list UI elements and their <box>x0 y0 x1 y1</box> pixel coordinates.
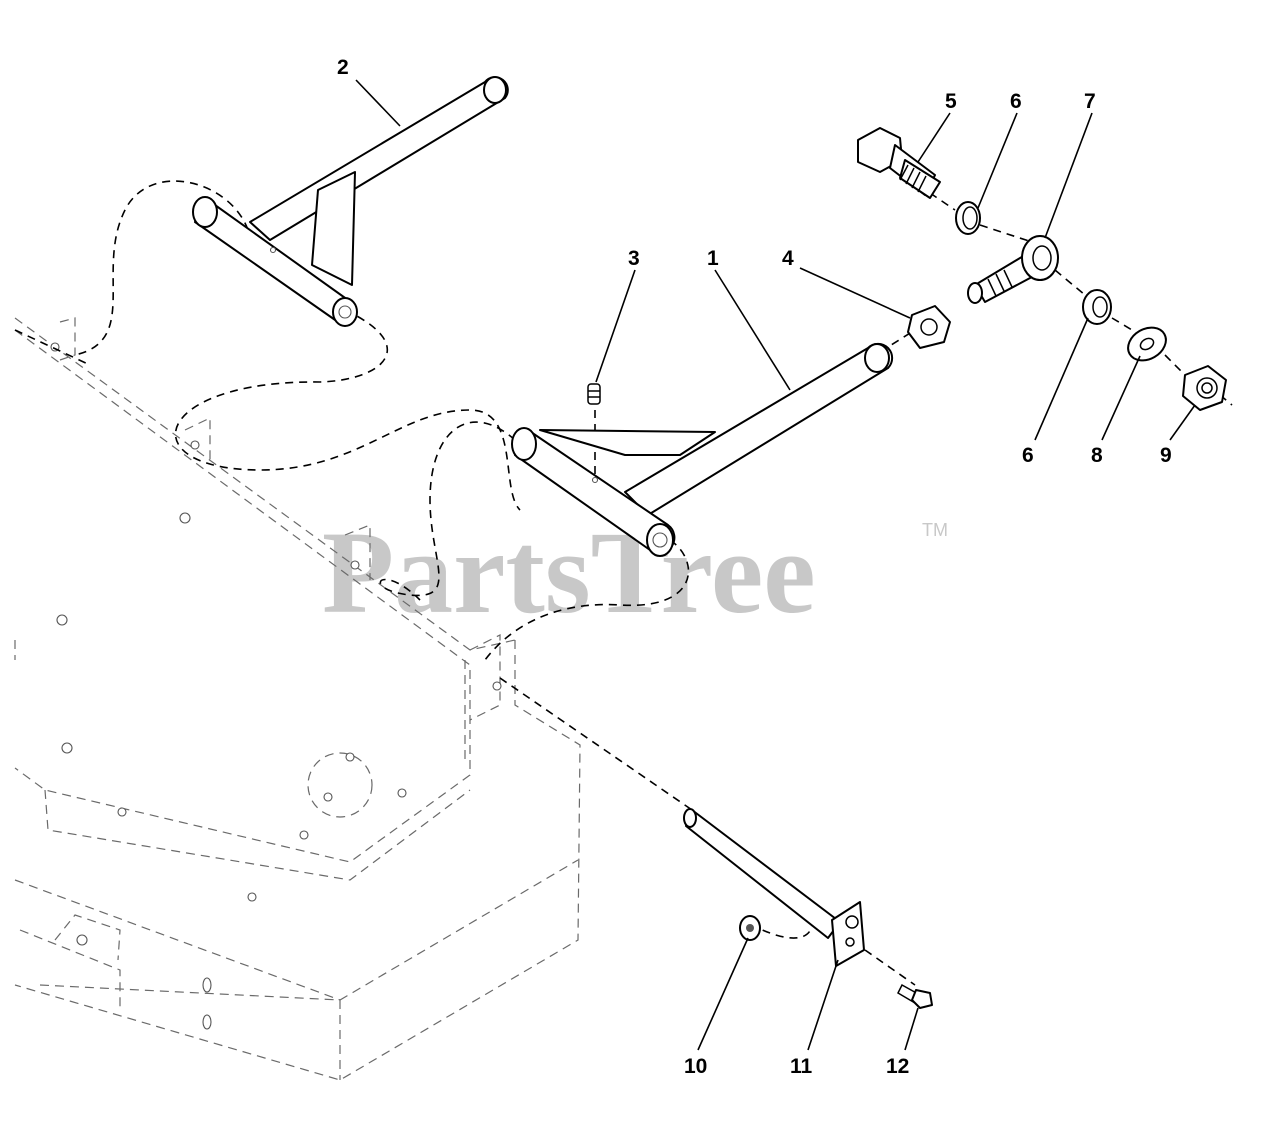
callout-7: 7 <box>1084 90 1096 113</box>
callout-10: 10 <box>684 1055 707 1078</box>
callout-5: 5 <box>945 90 957 113</box>
callout-6-upper: 6 <box>1010 90 1022 113</box>
part-11-pin-plate <box>683 808 865 967</box>
callout-12: 12 <box>886 1055 909 1078</box>
callout-6-lower: 6 <box>1022 444 1034 467</box>
callout-11: 11 <box>790 1055 813 1078</box>
part-8-washer <box>1127 326 1167 362</box>
part-10-washer <box>739 915 761 941</box>
callout-3: 3 <box>628 247 640 270</box>
callout-labels: 2 1 3 4 5 6 7 6 8 9 10 11 12 <box>337 56 1172 1078</box>
part-2-t-arm <box>192 76 509 327</box>
part-12-screw <box>897 983 933 1009</box>
part-1-t-arm <box>511 342 894 557</box>
callout-4: 4 <box>782 247 794 270</box>
part-4-hex-nut <box>907 305 951 349</box>
part-7-rod-end <box>967 235 1059 304</box>
watermark-trademark: TM <box>922 520 948 540</box>
callout-8: 8 <box>1091 444 1103 467</box>
watermark-text: PartsTree <box>322 507 816 638</box>
part-9-lock-nut <box>1182 365 1227 411</box>
callout-9: 9 <box>1160 444 1172 467</box>
callout-2: 2 <box>337 56 349 79</box>
mower-deck-outline <box>14 317 581 1081</box>
part-6-spacer-upper <box>955 201 981 235</box>
part-6-spacer-lower <box>1082 289 1112 325</box>
callout-1: 1 <box>707 247 719 270</box>
part-5-bolt <box>857 127 941 199</box>
part-3-grease-fitting <box>587 383 601 405</box>
leader-lines <box>355 79 1196 1051</box>
